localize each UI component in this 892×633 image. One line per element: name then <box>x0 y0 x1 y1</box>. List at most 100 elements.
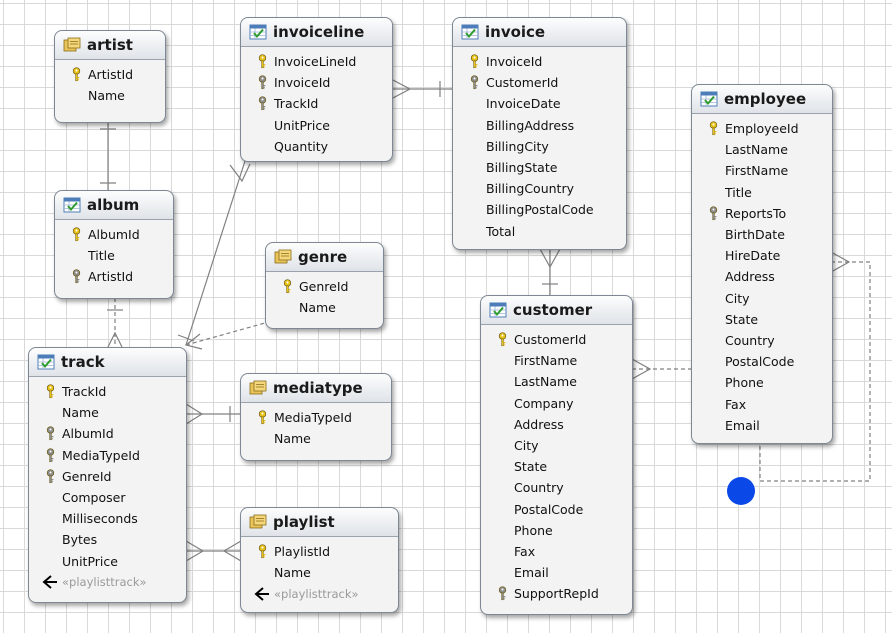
field-row[interactable]: LastName <box>692 139 832 160</box>
field-row[interactable]: City <box>692 288 832 309</box>
field-row[interactable]: BillingAddress <box>453 115 626 136</box>
field-row[interactable]: Country <box>692 330 832 351</box>
field-row[interactable]: Bytes <box>29 529 186 550</box>
field-row[interactable]: Quantity <box>241 136 392 157</box>
field-row[interactable]: Email <box>692 415 832 436</box>
field-row[interactable]: ArtistId <box>55 266 173 287</box>
field-row[interactable]: City <box>481 435 632 456</box>
entity-header[interactable]: track <box>29 348 186 377</box>
field-row[interactable]: MediaTypeId <box>29 445 186 466</box>
field-row[interactable]: Address <box>481 414 632 435</box>
field-row[interactable]: BillingState <box>453 157 626 178</box>
field-row[interactable]: Name <box>241 428 391 449</box>
field-row[interactable]: CustomerId <box>453 72 626 93</box>
field-row[interactable]: UnitPrice <box>29 551 186 572</box>
field-row[interactable]: Company <box>481 393 632 414</box>
view-icon <box>63 37 81 53</box>
foreign-key-icon <box>41 469 59 484</box>
entity-header[interactable]: customer <box>481 296 632 325</box>
field-row[interactable]: Name <box>266 297 383 318</box>
field-row[interactable]: Total <box>453 221 626 242</box>
field-row[interactable]: AlbumId <box>55 224 173 245</box>
entity-header[interactable]: invoiceline <box>241 18 392 47</box>
field-row[interactable]: Title <box>55 245 173 266</box>
view-icon <box>274 249 292 265</box>
field-row[interactable]: TrackId <box>29 381 186 402</box>
entity-header[interactable]: invoice <box>453 18 626 47</box>
entity-header[interactable]: employee <box>692 85 832 114</box>
field-row[interactable]: CustomerId <box>481 329 632 350</box>
field-row[interactable]: Address <box>692 266 832 287</box>
link-genre-track[interactable] <box>185 322 266 346</box>
link-track-invoiceline[interactable] <box>185 160 246 346</box>
field-row[interactable]: GenreId <box>29 466 186 487</box>
field-row[interactable]: Phone <box>692 372 832 393</box>
field-name: Name <box>274 431 311 447</box>
field-row[interactable]: ArtistId <box>55 64 165 85</box>
entity-header[interactable]: album <box>55 191 173 220</box>
field-row[interactable]: Country <box>481 477 632 498</box>
field-row[interactable]: InvoiceDate <box>453 93 626 114</box>
field-row[interactable]: BillingCountry <box>453 178 626 199</box>
navigation-property[interactable]: «playlisttrack» <box>29 572 186 593</box>
field-row[interactable]: Milliseconds <box>29 508 186 529</box>
entity-header[interactable]: artist <box>55 31 165 60</box>
field-row[interactable]: BillingCity <box>453 136 626 157</box>
entity-header[interactable]: mediatype <box>241 374 391 403</box>
field-row[interactable]: Fax <box>481 541 632 562</box>
field-row[interactable]: Fax <box>692 393 832 414</box>
field-row[interactable]: Name <box>29 402 186 423</box>
navigation-property[interactable]: «playlisttrack» <box>241 583 398 604</box>
field-row[interactable]: EmployeeId <box>692 118 832 139</box>
field-name: City <box>725 290 750 306</box>
field-row[interactable]: ReportsTo <box>692 203 832 224</box>
field-row[interactable]: Title <box>692 182 832 203</box>
field-row[interactable]: FirstName <box>481 350 632 371</box>
field-row[interactable]: SupportRepId <box>481 583 632 604</box>
field-row[interactable]: LastName <box>481 371 632 392</box>
crowsfoot-genre-track <box>184 333 203 350</box>
link-employee-self[interactable] <box>759 261 871 482</box>
entity-header[interactable]: genre <box>266 243 383 272</box>
field-row[interactable]: State <box>481 456 632 477</box>
field-row[interactable]: InvoiceId <box>453 51 626 72</box>
crowsfoot-employee-self <box>830 251 851 273</box>
field-row[interactable]: MediaTypeId <box>241 407 391 428</box>
field-row[interactable]: BillingPostalCode <box>453 199 626 220</box>
field-name: InvoiceLineId <box>274 54 357 70</box>
field-row[interactable]: GenreId <box>266 276 383 297</box>
field-row[interactable]: BirthDate <box>692 224 832 245</box>
field-row[interactable]: PostalCode <box>481 499 632 520</box>
entity-header[interactable]: playlist <box>241 508 398 537</box>
field-row[interactable]: AlbumId <box>29 423 186 444</box>
field-row[interactable]: PlaylistId <box>241 541 398 562</box>
field-row[interactable]: Email <box>481 562 632 583</box>
field-row[interactable]: Name <box>241 562 398 583</box>
field-row[interactable]: Composer <box>29 487 186 508</box>
field-name: EmployeeId <box>725 121 799 137</box>
foreign-key-icon <box>253 96 271 111</box>
field-row[interactable]: InvoiceId <box>241 72 392 93</box>
field-row[interactable]: PostalCode <box>692 351 832 372</box>
field-row[interactable]: State <box>692 309 832 330</box>
field-row[interactable]: Phone <box>481 520 632 541</box>
field-row[interactable]: TrackId <box>241 93 392 114</box>
cursor-marker <box>727 477 755 505</box>
field-row[interactable]: InvoiceLineId <box>241 51 392 72</box>
field-row[interactable]: FirstName <box>692 160 832 181</box>
field-row[interactable]: UnitPrice <box>241 115 392 136</box>
field-name: State <box>514 459 548 475</box>
field-row[interactable]: HireDate <box>692 245 832 266</box>
field-row[interactable]: Name <box>55 85 165 106</box>
